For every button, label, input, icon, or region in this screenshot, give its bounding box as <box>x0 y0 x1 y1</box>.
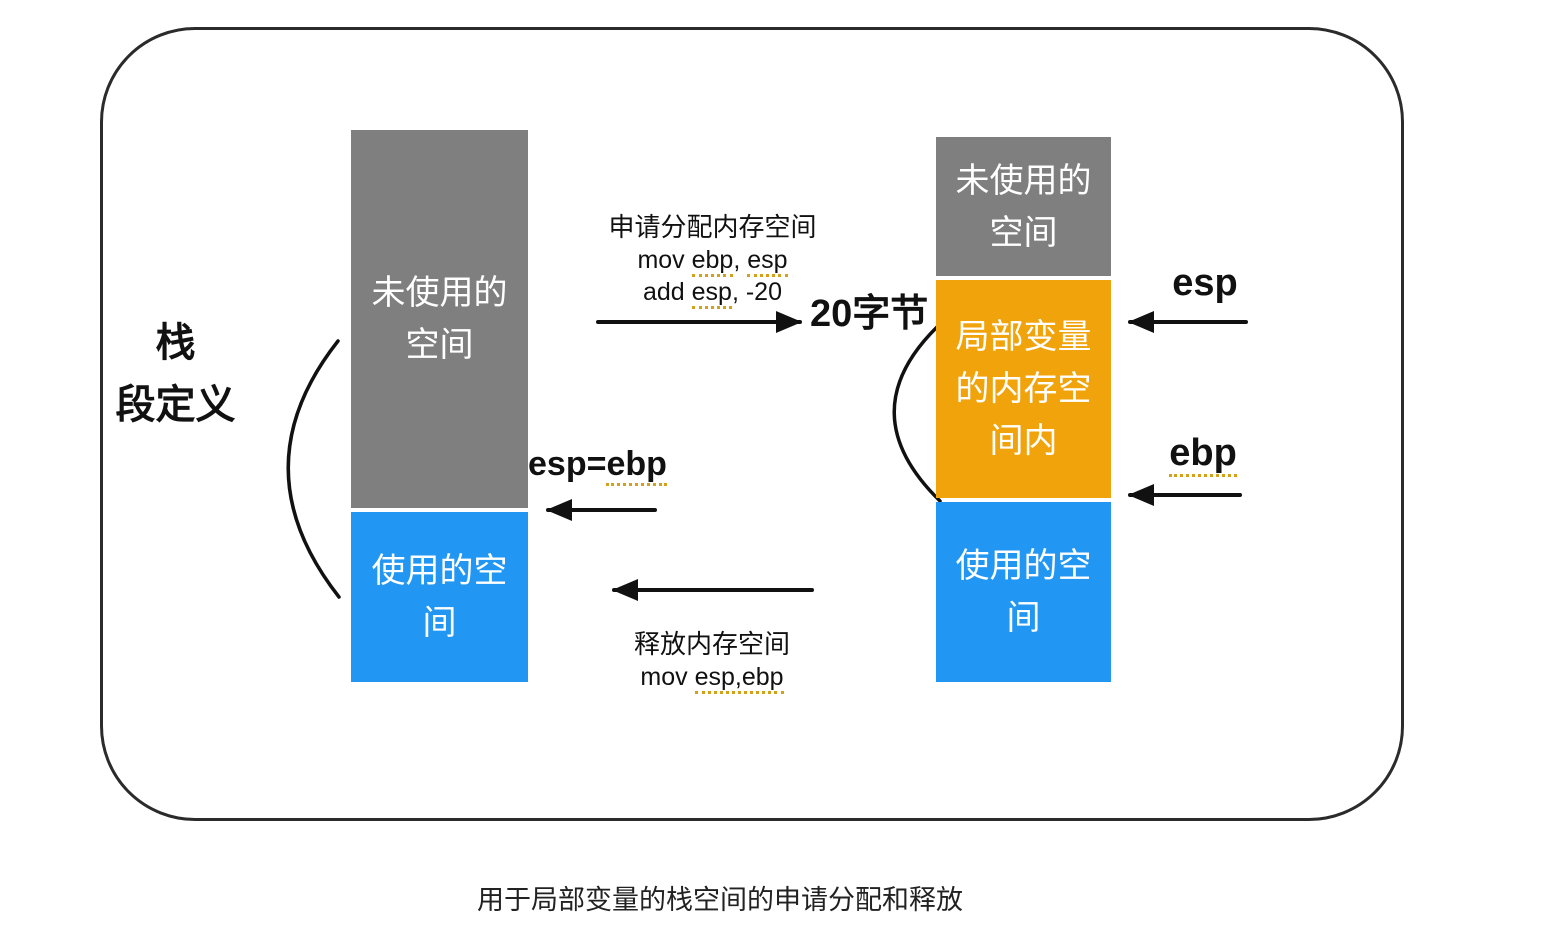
esp-token: esp <box>691 278 732 309</box>
left-used-label: 使用的空 间 <box>371 552 508 642</box>
esp-ebp-token: esp,ebp <box>694 663 784 694</box>
code-text: mov <box>637 246 692 274</box>
allocate-note: 申请分配内存空间 mov ebp, esp add esp, -20 <box>590 211 835 309</box>
ebp-register-text: ebp <box>606 445 667 486</box>
diagram-border <box>100 27 1404 821</box>
allocate-add-line: add esp, -20 <box>590 276 835 309</box>
allocate-mov-line: mov ebp, esp <box>590 244 835 277</box>
esp-equals-ebp-label: esp=ebp <box>528 445 728 486</box>
code-text: , <box>733 246 748 274</box>
ebp-pointer-label: ebp <box>1153 432 1253 477</box>
esp-token: esp <box>747 246 788 277</box>
right-used-block: 使用的空 间 <box>936 502 1111 682</box>
release-title: 释放内存空间 <box>633 629 790 659</box>
right-locals-block: 局部变量 的内存空 间内 <box>936 280 1111 498</box>
ebp-token: ebp <box>691 246 734 277</box>
esp-equals-text: esp= <box>528 445 607 483</box>
left-unused-block: 未使用的 空间 <box>351 130 528 508</box>
release-mov-line: mov esp,ebp <box>592 661 832 694</box>
allocate-title: 申请分配内存空间 <box>608 212 817 242</box>
esp-pointer-label: esp <box>1172 262 1238 304</box>
left-used-block: 使用的空 间 <box>351 512 528 682</box>
code-text: mov <box>640 663 695 691</box>
right-used-label: 使用的空 间 <box>955 547 1092 637</box>
left-unused-label: 未使用的 空间 <box>371 274 508 364</box>
stack-segment-label: 栈 段定义 <box>115 321 236 427</box>
right-locals-label: 局部变量 的内存空 间内 <box>955 318 1092 460</box>
right-unused-block: 未使用的 空间 <box>936 137 1111 276</box>
bytes-label: 20字节 <box>810 293 929 335</box>
release-note: 释放内存空间 mov esp,ebp <box>592 628 832 694</box>
code-text: , -20 <box>731 278 782 306</box>
diagram-caption: 用于局部变量的栈空间的申请分配和释放 <box>477 885 963 915</box>
right-unused-label: 未使用的 空间 <box>955 161 1092 252</box>
ebp-register-text: ebp <box>1169 432 1237 477</box>
code-text: add <box>642 278 692 306</box>
